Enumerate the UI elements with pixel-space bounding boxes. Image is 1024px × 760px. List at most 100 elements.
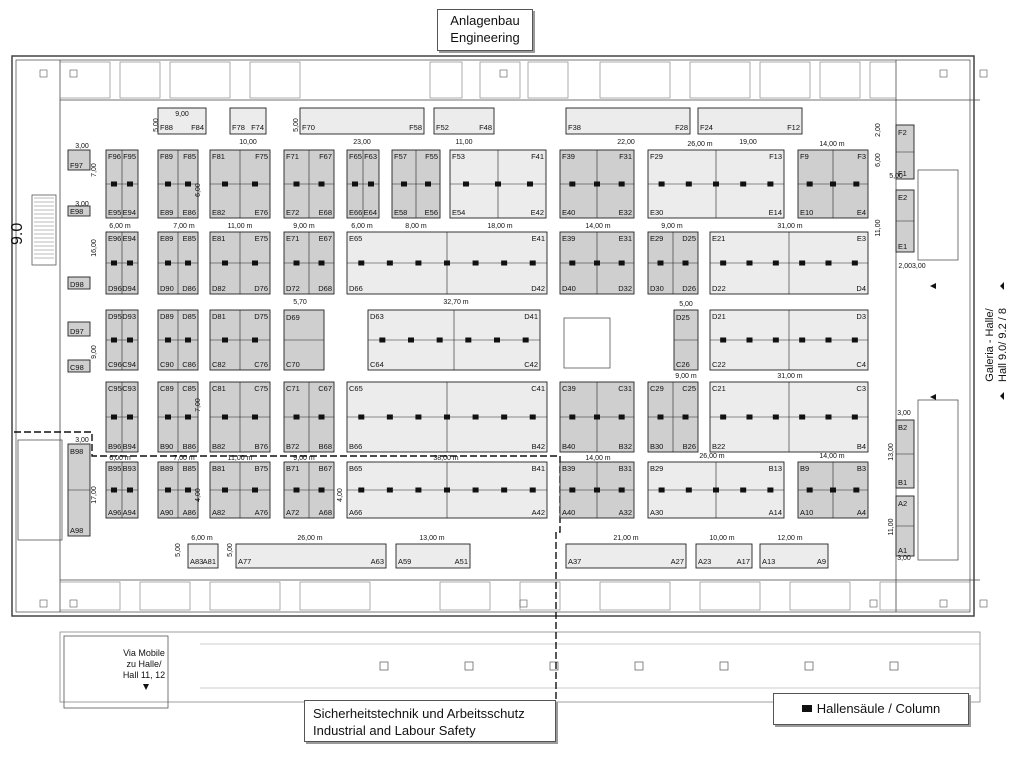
stand-label: D93 — [122, 312, 136, 321]
west-stair — [17, 439, 63, 541]
stand-label: E76 — [255, 208, 268, 217]
hall-column — [252, 260, 258, 266]
stand-label: A66 — [349, 508, 362, 517]
hall-column — [685, 487, 692, 493]
stand-label: A9 — [817, 557, 826, 566]
stand-label: B81 — [212, 464, 225, 473]
hall-column — [358, 487, 365, 493]
hall-column — [185, 260, 191, 266]
dimension-label: 26,00 m — [297, 535, 322, 542]
wall-marker — [69, 69, 78, 78]
wall-marker — [69, 599, 78, 608]
title-top-line-1: Anlagenbau — [450, 13, 520, 28]
stand-label: B41 — [532, 464, 545, 473]
hall-column — [401, 181, 407, 187]
stand-label: F97 — [70, 161, 83, 170]
stand-label: F9 — [800, 152, 809, 161]
stand-label: F29 — [650, 152, 663, 161]
stand-label: C95 — [108, 384, 122, 393]
stand-label: E29 — [650, 234, 663, 243]
hall-column — [658, 487, 665, 493]
stand-label: F24 — [700, 123, 713, 132]
stand-label: A86 — [183, 508, 196, 517]
stand-label: A98 — [70, 526, 83, 535]
stand-f97 — [67, 149, 91, 171]
stand-label: A77 — [238, 557, 251, 566]
stand-label: B22 — [712, 442, 725, 451]
stand-label: E65 — [349, 234, 362, 243]
dimension-label: 31,00 m — [777, 373, 802, 380]
stand-f88 — [157, 107, 207, 135]
stand-label: B85 — [183, 464, 196, 473]
service-room-top — [689, 61, 751, 99]
stand-label: E4 — [857, 208, 866, 217]
stand-label: E58 — [394, 208, 407, 217]
hall-column — [368, 181, 374, 187]
stand-label: C96 — [108, 360, 122, 369]
stand-label: F85 — [183, 152, 196, 161]
hall-column — [111, 260, 117, 266]
wall-marker — [939, 599, 948, 608]
dimension-label: 26,00 m — [687, 141, 712, 148]
stand-f24 — [697, 107, 803, 135]
hall-column — [853, 181, 860, 187]
stand-label: B75 — [255, 464, 268, 473]
stand-label: E89 — [160, 208, 173, 217]
hall-column — [495, 181, 501, 187]
stand-label: B40 — [562, 442, 575, 451]
stand-label: E39 — [562, 234, 575, 243]
stand-label: D4 — [856, 284, 866, 293]
stand-label: E67 — [319, 234, 332, 243]
stand-label: B65 — [349, 464, 362, 473]
hall-column — [444, 487, 450, 493]
service-room-top — [119, 61, 161, 99]
dimension-label: 3,00 — [897, 410, 911, 417]
stand-d97 — [67, 321, 91, 337]
wall-marker — [979, 599, 988, 608]
stand-label: E2 — [898, 193, 907, 202]
dimension-label: 14,00 m — [819, 141, 844, 148]
hall-column — [657, 260, 664, 266]
hall-column — [746, 260, 753, 266]
dimension-label: 4,00 — [337, 488, 344, 502]
stand-label: A13 — [762, 557, 775, 566]
hall-column — [252, 181, 258, 187]
hall-column — [352, 181, 358, 187]
stand-label: B96 — [108, 442, 121, 451]
dimension-label: 3,00 — [75, 437, 89, 444]
wall-marker — [39, 69, 48, 78]
stand-label: A32 — [619, 508, 632, 517]
stand-label: C29 — [650, 384, 664, 393]
hall-column — [720, 260, 727, 266]
stand-label: A81 — [203, 557, 216, 566]
engineering-sector-label: Anlagenbau Engineering — [437, 9, 533, 51]
hall-column — [111, 337, 117, 343]
hall-column — [830, 181, 836, 187]
dimension-label: 22,00 — [617, 139, 635, 146]
stand-label: E40 — [562, 208, 575, 217]
hall-column — [740, 181, 747, 187]
stand-label: A2 — [898, 499, 907, 508]
service-room-bottom — [59, 581, 121, 611]
hall-column — [799, 414, 806, 420]
stand-label: D32 — [618, 284, 632, 293]
stand-label: A90 — [160, 508, 173, 517]
stand-label: B68 — [319, 442, 332, 451]
corridor-column — [634, 661, 644, 671]
hall-column — [472, 260, 479, 266]
hall-column — [436, 337, 443, 343]
stand-label: F1 — [898, 169, 907, 178]
stand-label: D42 — [531, 284, 545, 293]
stand-label: B95 — [108, 464, 121, 473]
dimension-label: 6,00 — [875, 153, 882, 167]
hall-column — [799, 260, 806, 266]
service-room-top — [429, 61, 463, 99]
hall-column — [408, 337, 414, 343]
corridor-column — [379, 661, 389, 671]
stand-label: B13 — [769, 464, 782, 473]
wall-marker — [939, 69, 948, 78]
stand-label: B71 — [286, 464, 299, 473]
stand-label: F55 — [425, 152, 438, 161]
stand-label: F31 — [619, 152, 632, 161]
stand-e98 — [67, 205, 91, 217]
